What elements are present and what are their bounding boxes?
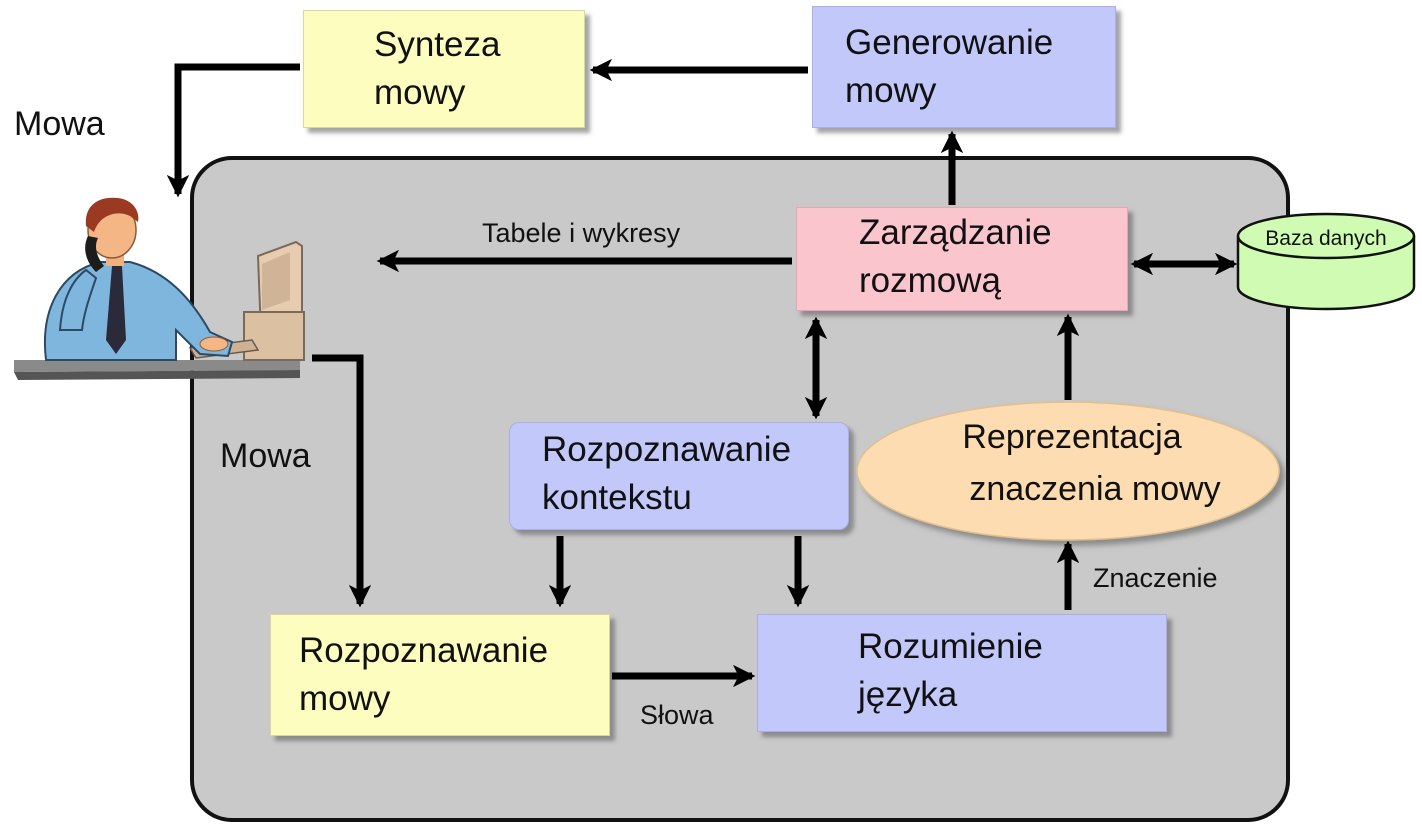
meaning-representation-line2: znaczenia mowy — [969, 470, 1220, 508]
database-node: Baza danych — [1236, 212, 1416, 311]
language-understanding-box: Rozumienie języka — [757, 614, 1167, 732]
database-label: Baza danych — [1265, 227, 1386, 250]
arrow-user-to-speech-recognition — [312, 354, 372, 608]
meaning-representation-line1: Reprezentacja — [962, 418, 1181, 456]
context-recognition-line1: Rozpoznawanie — [542, 430, 792, 469]
edge-label-meaning: Znaczenie — [1093, 563, 1218, 593]
synthesis-line1: Synteza — [374, 25, 501, 64]
user-at-computer-illustration — [14, 197, 305, 380]
synthesis-line2: mowy — [374, 73, 466, 112]
context-recognition-box: Rozpoznawanie kontekstu — [509, 422, 849, 530]
meaning-representation-node: Reprezentacja znaczenia mowy — [856, 401, 1280, 541]
dialog-management-box: Zarządzanie rozmową — [796, 207, 1128, 311]
context-recognition-line2: kontekstu — [542, 478, 692, 517]
dialog-management-line2: rozmową — [859, 261, 1001, 300]
generation-line2: mowy — [845, 71, 937, 110]
language-understanding-line2: języka — [858, 675, 958, 714]
arrow-synthesis-to-user — [166, 63, 300, 198]
generation-box: Generowanie mowy — [812, 6, 1116, 128]
speech-recognition-box: Rozpoznawanie mowy — [270, 614, 610, 736]
speech-recognition-line2: mowy — [299, 679, 391, 718]
edge-label-speech-in: Mowa — [220, 437, 311, 475]
edge-label-words: Słowa — [640, 700, 714, 730]
dialog-management-line1: Zarządzanie — [859, 213, 1052, 252]
speech-recognition-line1: Rozpoznawanie — [299, 631, 549, 670]
edge-label-speech-out: Mowa — [14, 105, 105, 143]
synthesis-box: Synteza mowy — [303, 10, 585, 128]
language-understanding-line1: Rozumienie — [858, 627, 1043, 666]
generation-line1: Generowanie — [845, 23, 1054, 62]
edge-label-tables-charts: Tabele i wykresy — [482, 218, 681, 248]
